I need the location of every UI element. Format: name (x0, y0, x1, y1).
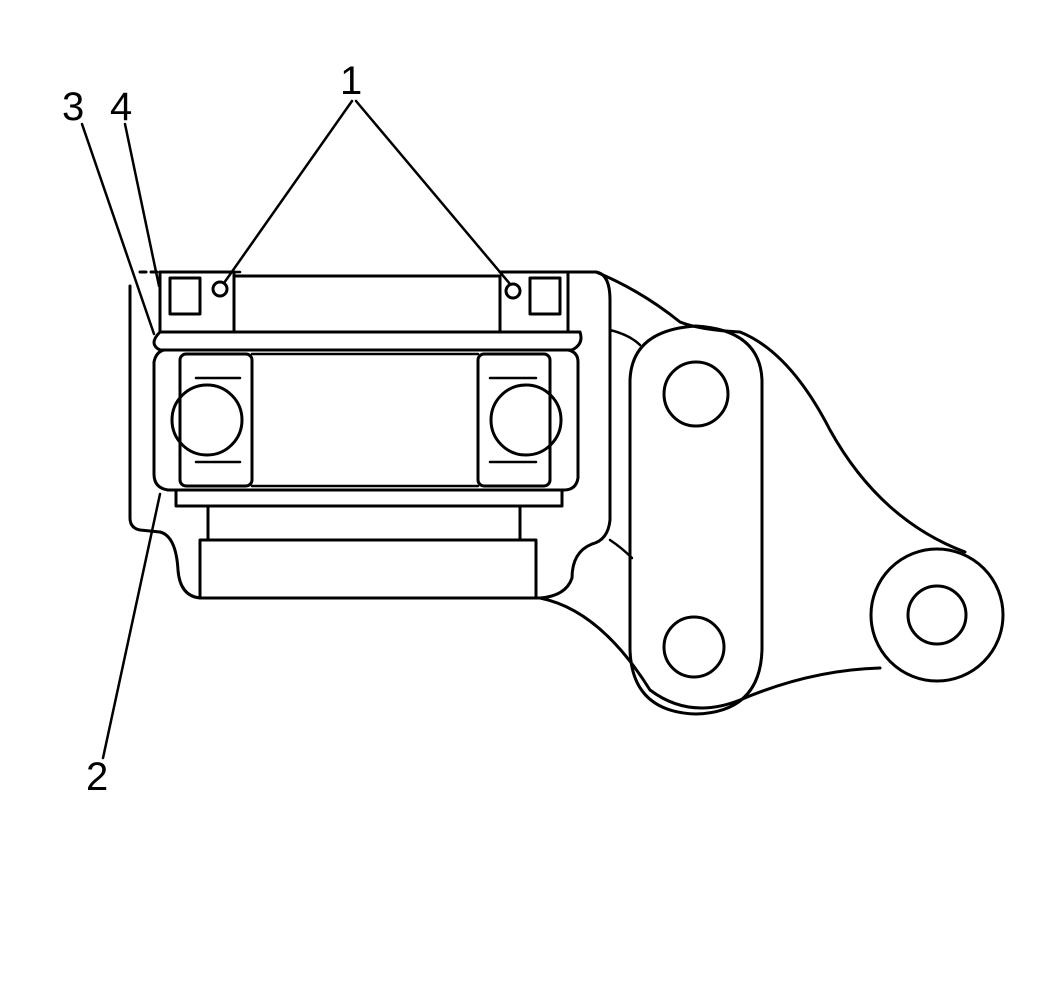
leader-1-right (354, 99, 512, 286)
callout-4: 4 (110, 85, 132, 129)
leader-4 (123, 122, 161, 288)
leader-2 (101, 492, 162, 760)
callout-2: 2 (86, 755, 108, 799)
hub-shaft (198, 504, 538, 600)
callout-3: 3 (62, 85, 84, 129)
pin-right (504, 282, 522, 300)
locating-pins (211, 280, 522, 300)
callout-labels: 1 2 3 4 (62, 59, 362, 799)
leader-1-left (222, 99, 354, 285)
bearing-assembly (152, 348, 580, 508)
leader-3 (80, 122, 156, 336)
snap-ring (152, 330, 583, 352)
callout-1: 1 (340, 59, 362, 103)
housing-bracket (128, 270, 1005, 716)
pin-left (211, 280, 229, 298)
callout-leaders (80, 99, 512, 760)
retainer-plate (158, 270, 570, 334)
